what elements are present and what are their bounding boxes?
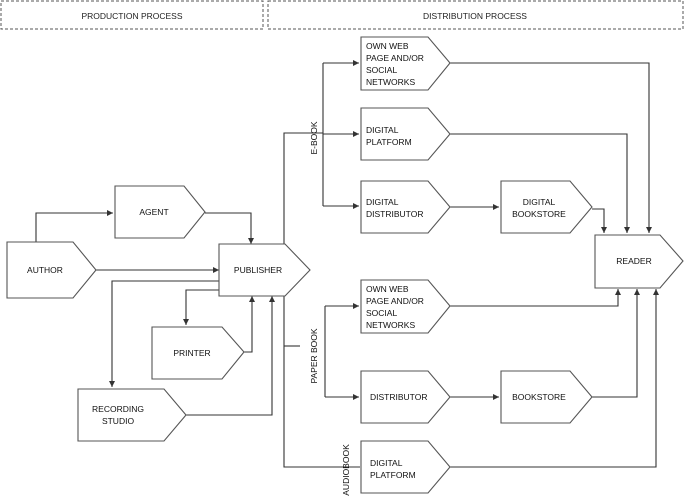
node-agent: AGENT xyxy=(114,185,206,239)
svg-text:NETWORKS: NETWORKS xyxy=(366,320,415,330)
svg-text:BOOKSTORE: BOOKSTORE xyxy=(512,392,566,402)
trunk-paper-audio xyxy=(283,296,360,468)
svg-text:NETWORKS: NETWORKS xyxy=(366,77,415,87)
svg-text:OWN WEB: OWN WEB xyxy=(366,41,409,51)
svg-text:DIGITAL: DIGITAL xyxy=(366,125,399,135)
node-printer: PRINTER xyxy=(151,326,245,380)
production-process-header: PRODUCTION PROCESS xyxy=(0,0,264,30)
node-author: AUTHOR xyxy=(6,241,97,299)
svg-text:DISTRIBUTOR: DISTRIBUTOR xyxy=(366,209,423,219)
svg-text:PAGE AND/OR: PAGE AND/OR xyxy=(366,296,424,306)
svg-text:READER: READER xyxy=(616,256,651,266)
svg-text:DIGITAL: DIGITAL xyxy=(370,458,403,468)
edge-recording-publisher xyxy=(186,296,275,416)
edge-printer-publisher xyxy=(244,296,255,353)
svg-text:STUDIO: STUDIO xyxy=(102,416,135,426)
node-ebook-own-web: OWN WEB PAGE AND/OR SOCIAL NETWORKS xyxy=(360,36,451,91)
edge-ownweb-reader xyxy=(450,62,652,233)
svg-text:OWN WEB: OWN WEB xyxy=(366,284,409,294)
svg-text:BOOKSTORE: BOOKSTORE xyxy=(512,209,566,219)
label-audiobook: AUDIOBOOK xyxy=(341,444,351,496)
svg-text:PRODUCTION PROCESS: PRODUCTION PROCESS xyxy=(81,11,182,21)
svg-text:SOCIAL: SOCIAL xyxy=(366,308,397,318)
edge-platform-reader xyxy=(450,133,630,233)
connectors xyxy=(35,60,659,468)
svg-text:PLATFORM: PLATFORM xyxy=(366,137,412,147)
svg-text:DISTRIBUTION PROCESS: DISTRIBUTION PROCESS xyxy=(423,11,527,21)
node-digital-bookstore: DIGITAL BOOKSTORE xyxy=(500,180,593,234)
edge-digbookstore-reader xyxy=(592,208,607,233)
label-ebook: E-BOOK xyxy=(309,121,319,154)
svg-text:PAGE AND/OR: PAGE AND/OR xyxy=(366,53,424,63)
svg-text:AUTHOR: AUTHOR xyxy=(27,265,63,275)
node-digital-distributor: DIGITAL DISTRIBUTOR xyxy=(360,180,451,234)
edge-paperweb-reader xyxy=(450,289,621,307)
node-audio-digital-platform: DIGITAL PLATFORM xyxy=(360,440,451,494)
svg-text:SOCIAL: SOCIAL xyxy=(366,65,397,75)
node-publisher: PUBLISHER xyxy=(218,243,311,297)
edge-publisher-recording xyxy=(109,280,219,387)
svg-text:PRINTER: PRINTER xyxy=(173,348,210,358)
svg-text:RECORDING: RECORDING xyxy=(92,404,144,414)
edge-author-agent xyxy=(35,210,113,242)
node-ebook-digital-platform: DIGITAL PLATFORM xyxy=(360,107,451,161)
svg-text:PUBLISHER: PUBLISHER xyxy=(234,265,282,275)
label-paper-book: PAPER BOOK xyxy=(309,328,319,383)
edge-bookstore-reader xyxy=(592,289,640,398)
svg-text:DISTRIBUTOR: DISTRIBUTOR xyxy=(370,392,427,402)
svg-text:DIGITAL: DIGITAL xyxy=(366,197,399,207)
svg-text:PLATFORM: PLATFORM xyxy=(370,470,416,480)
edge-audio-reader xyxy=(450,289,659,468)
edge-publisher-printer xyxy=(183,289,219,325)
edge-agent-publisher xyxy=(205,212,254,244)
node-recording-studio: RECORDING STUDIO xyxy=(77,388,187,442)
node-distributor: DISTRIBUTOR xyxy=(360,370,451,424)
node-paper-own-web: OWN WEB PAGE AND/OR SOCIAL NETWORKS xyxy=(360,279,451,334)
node-bookstore: BOOKSTORE xyxy=(500,370,593,424)
distribution-process-header: DISTRIBUTION PROCESS xyxy=(267,0,684,30)
node-reader: READER xyxy=(594,234,684,289)
svg-text:AGENT: AGENT xyxy=(139,207,168,217)
svg-text:DIGITAL: DIGITAL xyxy=(523,197,556,207)
trunk-ebook xyxy=(283,132,323,244)
